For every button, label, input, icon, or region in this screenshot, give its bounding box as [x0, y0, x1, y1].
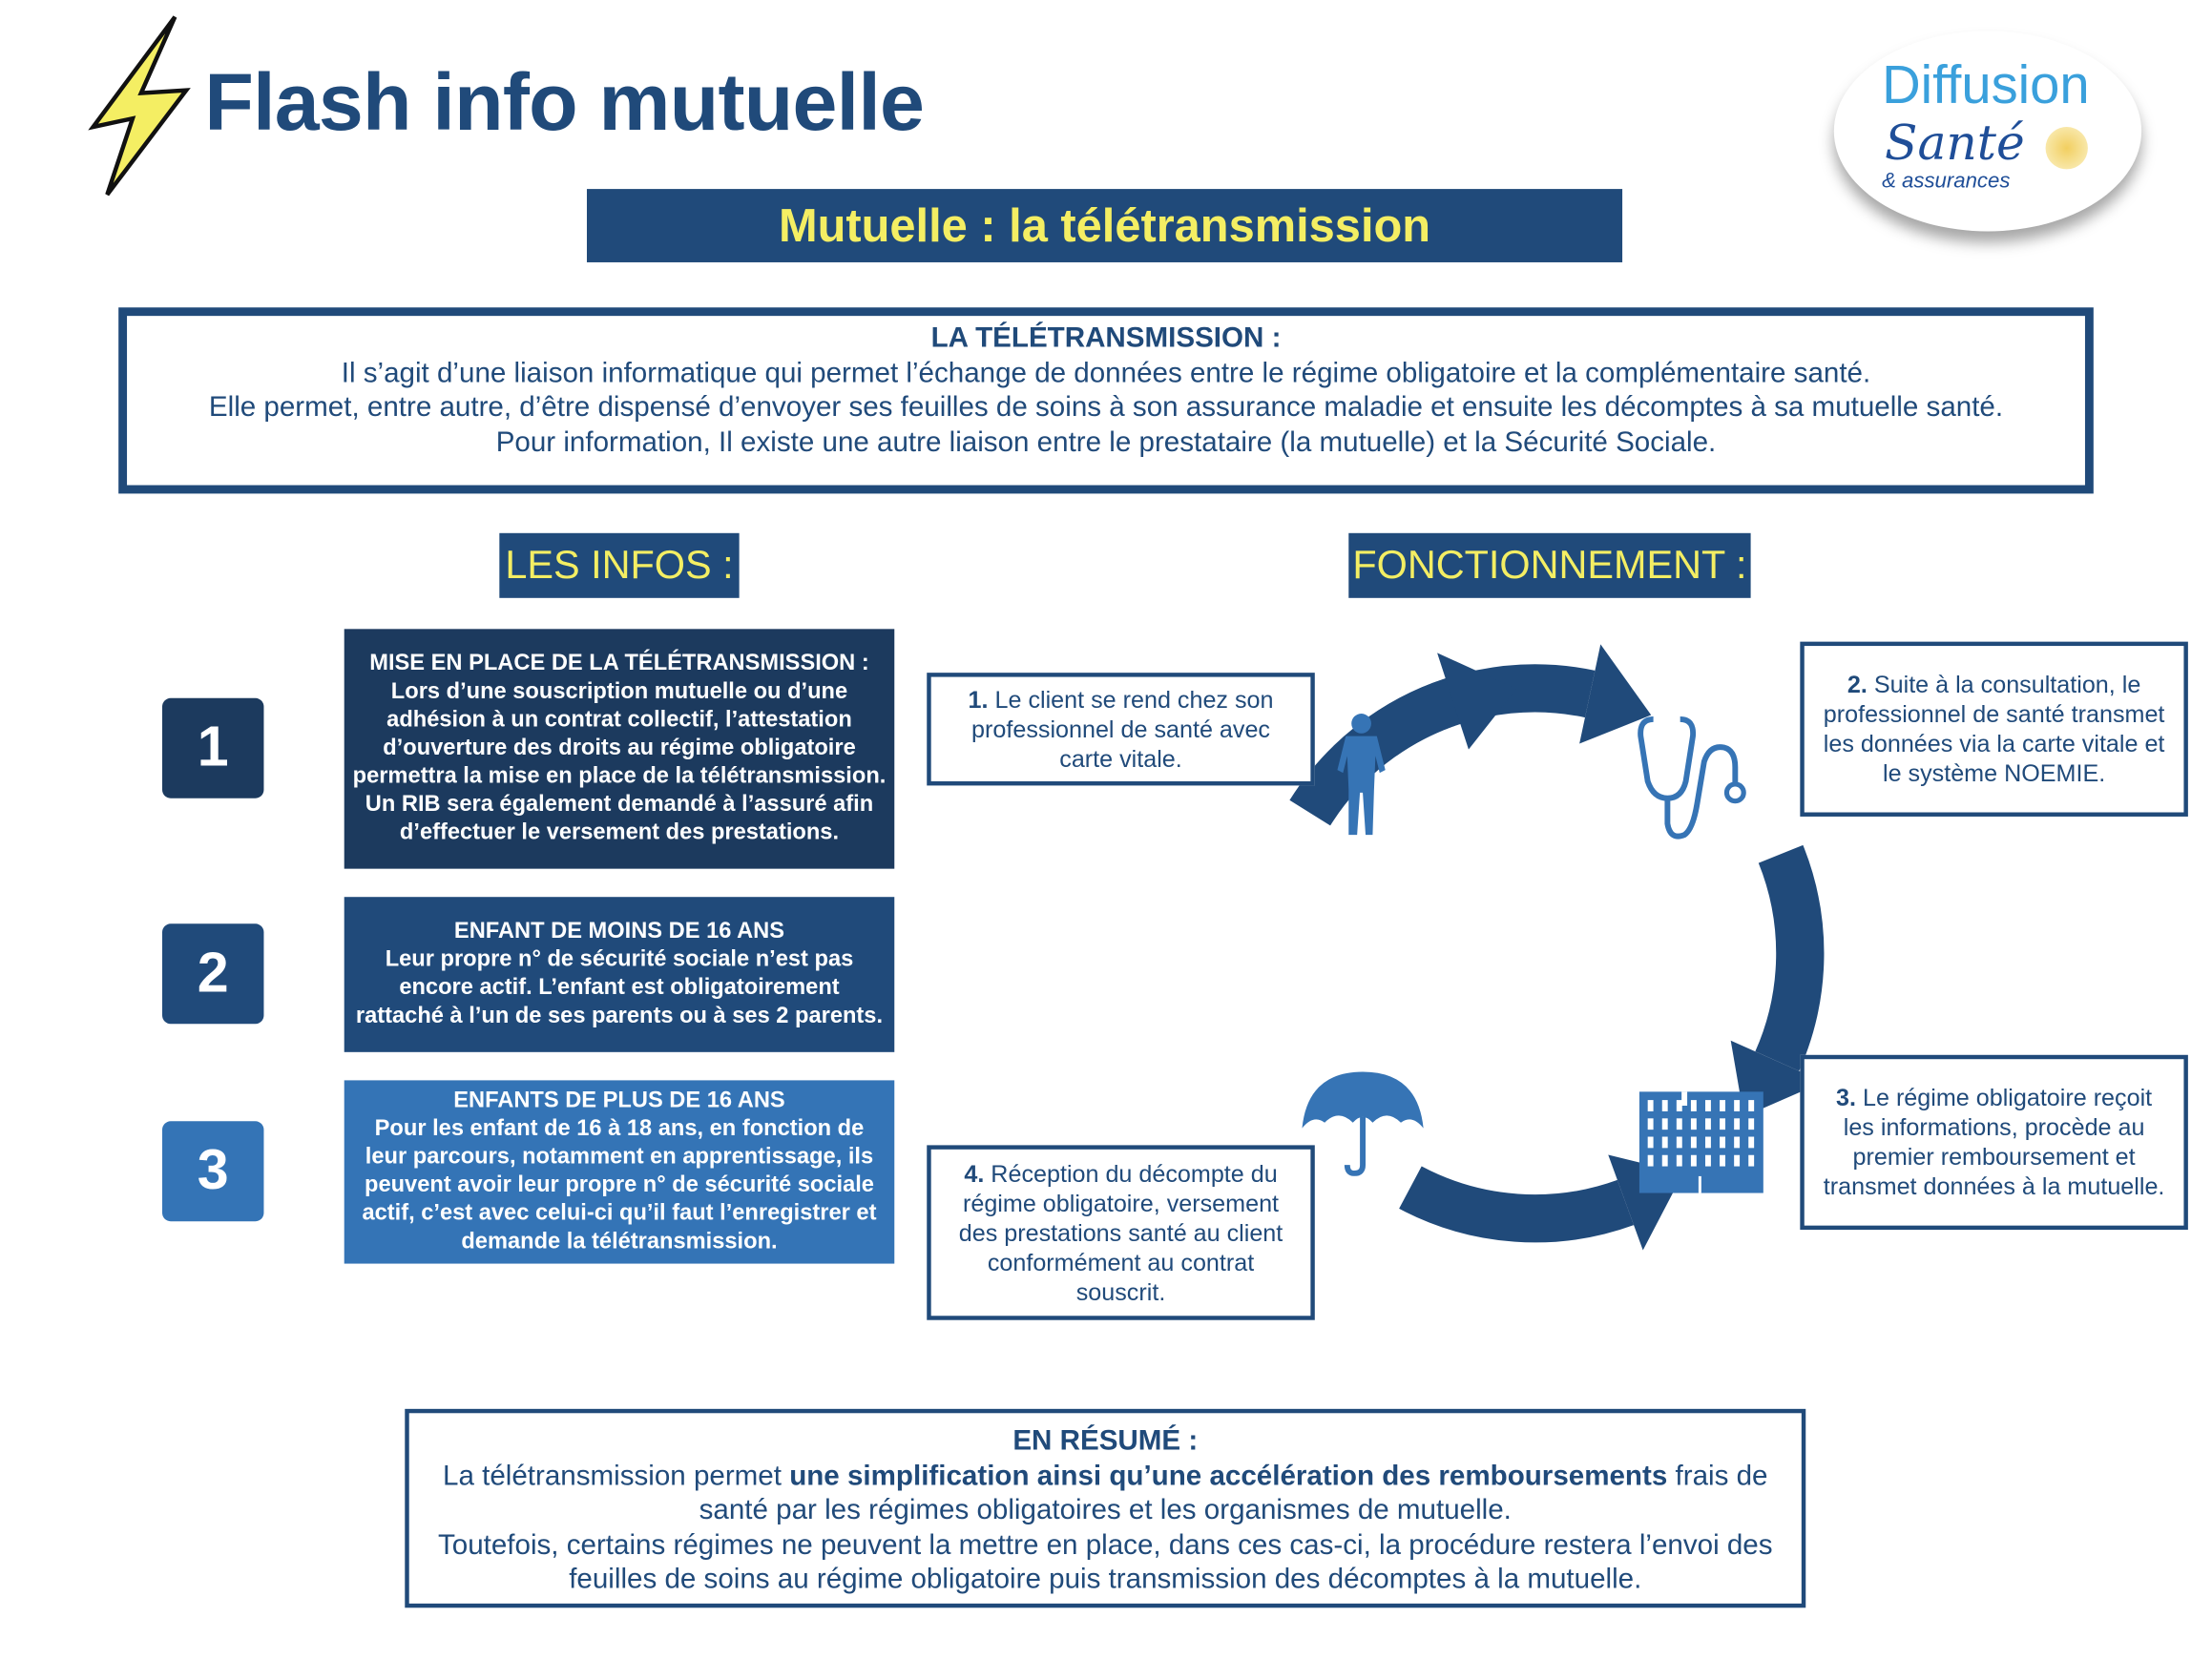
person-icon	[1337, 714, 1386, 836]
intro-line: Pour information, Il existe une autre li…	[495, 426, 1717, 458]
logo-diffusion: Diffusion	[1882, 56, 2090, 116]
number-badge-2: 2	[162, 923, 264, 1025]
step-number: 1.	[968, 686, 989, 714]
summary-heading: EN RÉSUMÉ :	[1012, 1425, 1199, 1458]
lightning-bolt-icon	[88, 15, 191, 197]
info-box-3: ENFANTS DE PLUS DE 16 ANS Pour les enfan…	[344, 1080, 895, 1264]
step-text: Le régime obligatoire reçoit les informa…	[1823, 1084, 2165, 1201]
step-box-1: 1. Le client se rend chez son profession…	[927, 673, 1315, 786]
umbrella-icon	[1302, 1071, 1424, 1176]
summary-paragraph-1: La télétransmission permet une simplific…	[409, 1459, 1802, 1527]
summary-text: frais de santé par les régimes obligatoi…	[699, 1460, 1768, 1526]
logo-sante: Santé	[1885, 115, 2025, 173]
step-number: 2.	[1847, 671, 1868, 698]
logo-assurances: & assurances	[1882, 169, 2011, 194]
number-badge-3: 3	[162, 1121, 264, 1222]
step-number: 3.	[1836, 1084, 1857, 1111]
banner-text: Mutuelle : la télétransmission	[778, 198, 1431, 252]
info-title: ENFANT DE MOINS DE 16 ANS	[453, 919, 785, 944]
step-text: Suite à la consultation, le professionne…	[1823, 671, 2165, 787]
infos-label: LES INFOS :	[499, 532, 740, 598]
info-title: ENFANTS DE PLUS DE 16 ANS	[453, 1089, 785, 1113]
info-text: Pour les enfant de 16 à 18 ans, en fonct…	[362, 1116, 877, 1255]
step-box-2: 2. Suite à la consultation, le professio…	[1800, 641, 2188, 817]
summary-box: EN RÉSUMÉ : La télétransmission permet u…	[405, 1408, 1806, 1608]
info-box-1: MISE EN PLACE DE LA TÉLÉTRANSMISSION : L…	[344, 629, 895, 869]
summary-text: La télétransmission permet	[443, 1460, 790, 1492]
sun-icon	[2045, 127, 2088, 170]
info-text: Lors d’une souscription mutuelle ou d’un…	[352, 679, 887, 789]
step-text: Le client se rend chez son professionnel…	[971, 686, 1274, 773]
intro-line: Il s’agit d’une liaison informatique qui…	[341, 357, 1871, 389]
building-icon	[1638, 1091, 1763, 1193]
step-box-3: 3. Le régime obligatoire reçoit les info…	[1800, 1054, 2188, 1231]
summary-bold-text: une simplification ainsi qu’une accéléra…	[789, 1460, 1668, 1492]
intro-line: Elle permet, entre autre, d’être dispens…	[208, 391, 2004, 424]
stethoscope-icon	[1638, 715, 1746, 840]
info-text: Leur propre n° de sécurité sociale n’est…	[355, 947, 884, 1028]
step-box-4: 4. Réception du décompte du régime oblig…	[927, 1145, 1315, 1320]
company-logo: Diffusion Santé & assurances	[1833, 31, 2142, 232]
topic-banner: Mutuelle : la télétransmission	[586, 189, 1623, 262]
summary-paragraph-2: Toutefois, certains régimes ne peuvent l…	[437, 1529, 1773, 1595]
info-box-2: ENFANT DE MOINS DE 16 ANS Leur propre n°…	[344, 897, 895, 1052]
intro-box: LA TÉLÉTRANSMISSION : Il s’agit d’une li…	[118, 307, 2094, 494]
step-text: Réception du décompte du régime obligato…	[958, 1159, 1283, 1306]
step-number: 4.	[964, 1159, 985, 1188]
info-text: Un RIB sera également demandé à l’assuré…	[365, 792, 874, 845]
info-title: MISE EN PLACE DE LA TÉLÉTRANSMISSION :	[369, 651, 869, 676]
intro-heading: LA TÉLÉTRANSMISSION :	[930, 322, 1282, 355]
fonctionnement-label: FONCTIONNEMENT :	[1348, 532, 1751, 598]
number-badge-1: 1	[162, 697, 264, 798]
page-title: Flash info mutuelle	[204, 57, 925, 149]
